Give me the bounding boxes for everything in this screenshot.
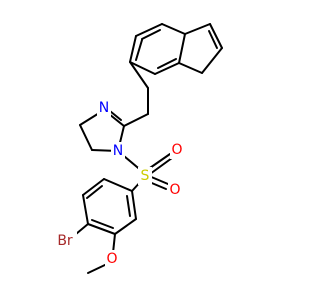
atom-o-bottom: O: [169, 182, 180, 198]
atom-s: S: [141, 168, 150, 184]
bond: [82, 194, 89, 225]
atom-n-imine: N: [99, 100, 109, 116]
bond: [201, 47, 223, 74]
bond: [178, 62, 203, 74]
bond: [112, 233, 116, 254]
bond: [178, 33, 186, 64]
bond: [184, 23, 211, 35]
bond: [154, 62, 180, 75]
atom-br: Br: [57, 233, 73, 249]
bond: [148, 175, 169, 185]
atom-o-methoxy: O: [106, 251, 117, 267]
bond: [135, 23, 163, 37]
bond: [135, 39, 143, 61]
structure-svg: N N S O O Br O: [55, 23, 223, 274]
bond: [208, 30, 218, 49]
aryl-ring-group: [82, 178, 137, 235]
naphthalene-group: [129, 23, 223, 89]
bond: [126, 195, 131, 217]
bond: [87, 263, 108, 274]
bond: [86, 185, 103, 199]
bond: [129, 61, 156, 75]
bond: [114, 218, 137, 235]
bond: [82, 178, 105, 196]
bond: [131, 190, 137, 220]
atom-o-top: O: [171, 142, 182, 158]
bond: [141, 29, 161, 40]
bond: [209, 23, 223, 49]
bond: [149, 157, 173, 175]
bond: [157, 58, 177, 69]
atom-n-amine: N: [113, 143, 123, 159]
bond: [91, 219, 114, 229]
atom-labels: N N S O O Br O: [55, 99, 184, 268]
bond: [103, 178, 133, 192]
bond: [129, 35, 137, 63]
bond: [87, 223, 116, 235]
bond: [161, 23, 186, 35]
bond: [79, 124, 93, 151]
bond: [123, 113, 149, 127]
bond: [129, 61, 149, 89]
molecule-diagram: N N S O O Br O: [55, 23, 223, 274]
